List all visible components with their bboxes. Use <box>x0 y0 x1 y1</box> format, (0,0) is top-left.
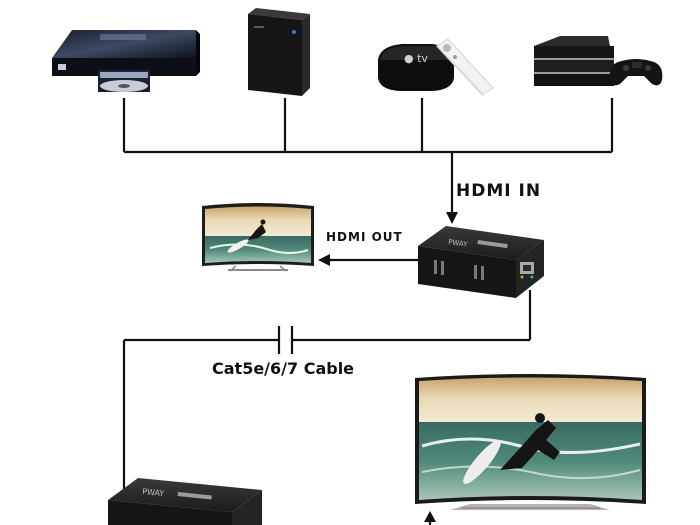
large-tv-display <box>415 374 646 510</box>
surfer-figure-icon <box>227 219 266 253</box>
receiver-brand-label: PWAY <box>142 487 165 498</box>
gamepad-icon <box>609 59 663 86</box>
hdmi-in-arrow-icon <box>446 212 458 224</box>
small-tv-display <box>202 203 314 272</box>
hdmi-out-arrow-icon <box>318 254 330 266</box>
transmitter-brand-label: PWAY <box>448 238 469 249</box>
wiring <box>122 98 614 525</box>
surfer-figure-icon <box>463 413 560 484</box>
desktop-tower-icon <box>248 8 310 96</box>
cable-label: Cat5e/6/7 Cable <box>212 359 355 378</box>
hdmi-in-label: HDMI IN <box>456 181 542 201</box>
output-arrow-icon <box>424 511 436 522</box>
hdmi-extender-transmitter: PWAY <box>418 226 544 298</box>
apple-tv-icon: ● tv <box>378 38 494 96</box>
game-console-icon <box>534 36 663 86</box>
blu-ray-player-icon <box>52 30 200 92</box>
hdmi-extender-receiver: PWAY <box>108 478 262 525</box>
hdmi-out-label: HDMI OUT <box>326 230 403 244</box>
rj45-port-icon <box>520 262 534 279</box>
remote-control-icon <box>436 38 494 96</box>
svg-text:● tv: ● tv <box>404 52 428 65</box>
